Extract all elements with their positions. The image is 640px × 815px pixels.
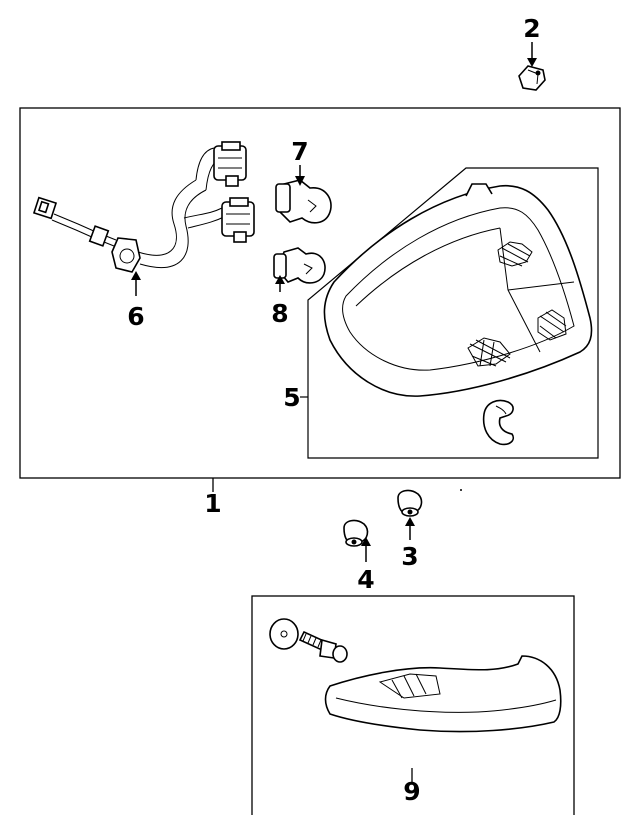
part-7-bulb [275, 165, 332, 224]
part-5-tail-lamp [300, 167, 599, 459]
callout-2: 2 [523, 14, 540, 43]
part-8-bulb [273, 247, 326, 292]
part-3-grommet [397, 489, 423, 540]
callout-4: 4 [357, 565, 374, 594]
part-6-wiring-harness [32, 141, 255, 296]
assembly-1-box [19, 107, 621, 479]
part-9-lamp-and-hardware [269, 618, 562, 733]
callout-1: 1 [204, 489, 221, 518]
callout-5: 5 [283, 383, 300, 412]
callout-7: 7 [291, 137, 308, 166]
assembly-9-box [251, 595, 575, 815]
speck [460, 489, 462, 491]
callout-3: 3 [401, 542, 418, 571]
callout-6: 6 [127, 302, 144, 331]
callout-8: 8 [271, 299, 288, 328]
part-4-grommet [343, 519, 371, 562]
part-2-clip [518, 42, 546, 91]
callout-9: 9 [403, 777, 420, 806]
